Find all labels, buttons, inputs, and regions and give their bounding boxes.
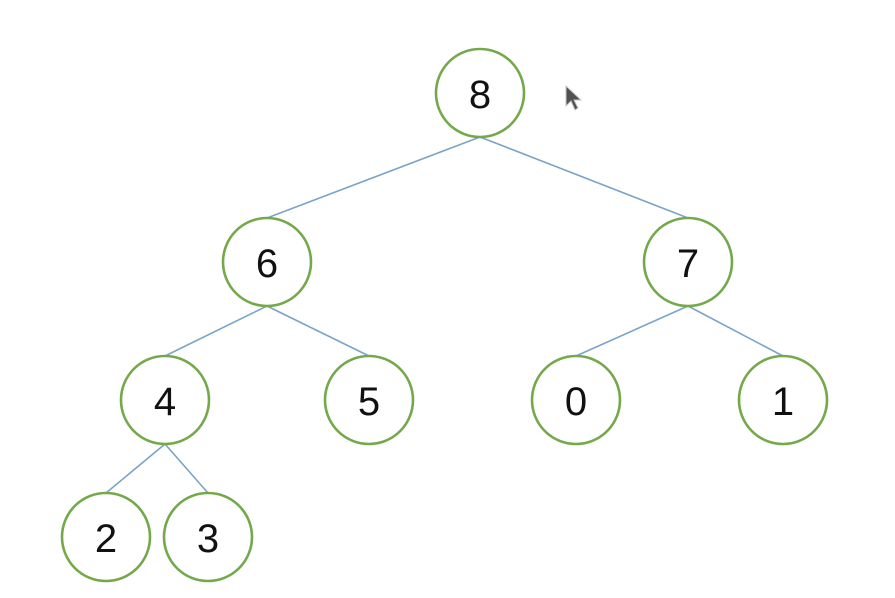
node-label: 8 (469, 73, 491, 117)
node-label: 7 (677, 242, 699, 286)
node-circle (434, 47, 526, 139)
tree-node-0: 0 (530, 354, 622, 446)
tree-node-3: 3 (162, 491, 254, 583)
node-circle (221, 216, 313, 308)
edge-n4-n3 (164, 443, 209, 494)
node-label: 6 (256, 242, 278, 286)
node-circle (737, 354, 829, 446)
node-circle (530, 354, 622, 446)
edge-n8-n7 (479, 136, 689, 219)
edge-n4-n2 (105, 443, 166, 494)
mouse-cursor-icon (565, 84, 583, 111)
node-label: 3 (197, 517, 219, 561)
edge-n6-n4 (164, 305, 268, 357)
tree-node-2: 2 (60, 491, 152, 583)
node-circle (642, 216, 734, 308)
node-label: 4 (154, 380, 176, 424)
node-circle (119, 354, 211, 446)
node-label: 2 (95, 517, 117, 561)
node-label: 1 (772, 380, 794, 424)
tree-node-6: 6 (221, 216, 313, 308)
node-label: 5 (358, 380, 380, 424)
edge-n7-n0 (575, 305, 689, 357)
edge-n6-n5 (266, 305, 370, 357)
tree-node-1: 1 (737, 354, 829, 446)
tree-node-5: 5 (323, 354, 415, 446)
node-circle (60, 491, 152, 583)
tree-node-7: 7 (642, 216, 734, 308)
tree-nodes: 8 6 7 4 5 0 1 2 3 (60, 47, 829, 583)
node-circle (323, 354, 415, 446)
node-label: 0 (565, 380, 587, 424)
edge-n7-n1 (687, 305, 784, 357)
tree-edges (105, 136, 784, 494)
tree-node-8: 8 (434, 47, 526, 139)
tree-node-4: 4 (119, 354, 211, 446)
node-circle (162, 491, 254, 583)
edge-n8-n6 (266, 136, 481, 219)
